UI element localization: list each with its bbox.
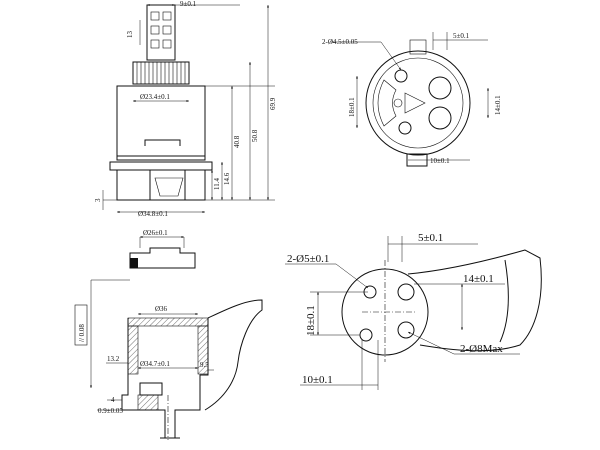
seat-step-label: 4	[111, 396, 115, 404]
h3-label: 11.4	[213, 178, 221, 190]
seat-tolerance-label: 0.9±0.05	[98, 407, 123, 415]
seat-housing-outline	[407, 249, 542, 352]
bottom-outer-circle	[365, 50, 471, 156]
h4-label: 14.6	[223, 172, 231, 185]
bottom-hole-lower	[398, 121, 412, 135]
h1-label: 50.8	[251, 129, 259, 142]
body-diameter-label: Ø23.4±0.1	[140, 93, 170, 101]
bottom-hole-upper	[394, 69, 408, 83]
bottom-span-left-label: 18±0.1	[348, 97, 356, 117]
bottom-notch	[377, 79, 397, 127]
bottom-port-lower	[428, 106, 452, 130]
seat-top-diameter-label: Ø26±0.1	[143, 229, 168, 237]
cartridge-body	[116, 85, 206, 157]
seat-right-depth-label: 9.5	[200, 361, 209, 369]
seat-top-clip	[129, 247, 196, 269]
spline-lines	[136, 62, 186, 84]
cartridge-bottom-view: 2-Ø4.5±0.05 5±0.1 18±0.1 14±0.1 10±0.1	[322, 32, 502, 167]
bottom-span-right-label: 14±0.1	[494, 95, 502, 115]
seat-inner-diameter-label: Ø34.7±0.1	[140, 360, 170, 368]
seat-port-lower	[397, 321, 415, 339]
top-width-label: 9±0.1	[180, 0, 197, 8]
seat-offset-top-label: 5±0.1	[418, 232, 443, 244]
base-diameter-label: Ø34.8±0.1	[138, 210, 168, 218]
seat-offset-bottom-label: 10±0.1	[302, 374, 333, 386]
seat-bore-label: Ø36	[155, 305, 168, 313]
cartridge-side-view: 9±0.1 13 Ø23.4±0.1 69.9 50.8 40.8 11.4 1…	[94, 0, 277, 218]
seat-span-left-label: 18±0.1	[305, 305, 317, 336]
seat-top-view: 5±0.1 2-Ø5±0.1 14±0.1 18±0.1 2-Ø8Max 10±…	[285, 232, 542, 390]
bottom-port-upper	[428, 76, 452, 100]
total-height-label: 69.9	[269, 97, 277, 110]
seat-ports-label: 2-Ø8Max	[460, 343, 503, 355]
bottom-offset-bottom-label: 10±0.1	[430, 157, 450, 165]
top-height-label: 13	[126, 31, 134, 39]
parallelism-label: // 0.08	[78, 324, 86, 342]
seat-port-upper	[397, 283, 415, 301]
seat-detail-view: Ø26±0.1 // 0.08 Ø36 Ø34.7±0.1 13.2 9.5 4…	[74, 229, 263, 440]
seat-housing-curve	[204, 299, 263, 411]
cartridge-flange	[109, 161, 213, 171]
bottom-offset-top-label: 5±0.1	[453, 32, 470, 40]
stem-grid	[150, 11, 172, 49]
bottom-holes-label: 2-Ø4.5±0.05	[322, 38, 358, 46]
h2-label: 40.8	[233, 135, 241, 148]
seat-hole-lower	[359, 328, 373, 342]
parallelism-box	[74, 304, 88, 346]
base-step-label: 3	[94, 198, 102, 202]
seat-holes-label: 2-Ø5±0.1	[287, 253, 329, 265]
seat-left-depth-label: 13.2	[107, 355, 120, 363]
cartridge-base	[116, 170, 206, 201]
seat-span-right-label: 14±0.1	[463, 273, 494, 285]
